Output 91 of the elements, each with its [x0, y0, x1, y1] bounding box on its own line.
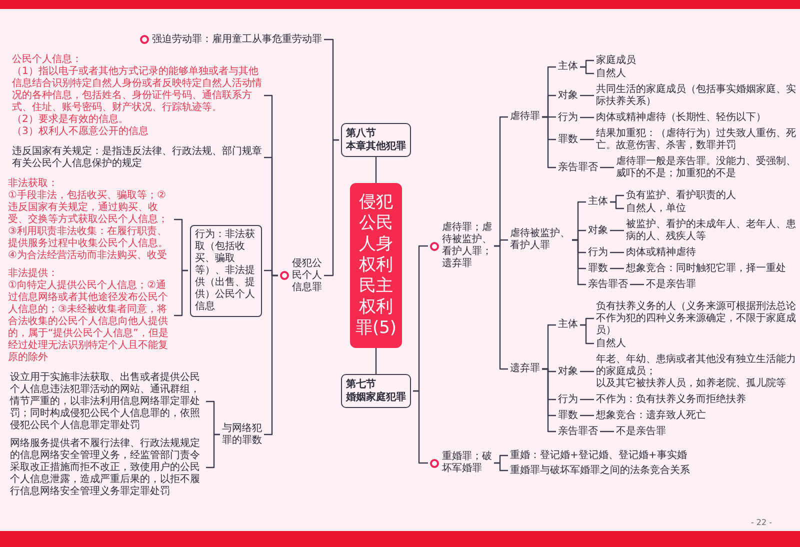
- section-box: [341, 374, 411, 408]
- leaf-text: 想象竞合：遗弃致人死亡: [596, 410, 706, 422]
- note-item: （3）权利人不愿意公开的信息: [12, 126, 150, 138]
- leaf-text: 重婚罪与破坏军婚罪之间的法条竞合关系: [510, 464, 690, 476]
- connector-line: [206, 434, 220, 468]
- note-item: （1）指以电子或者其他方式记录的能够单独或者与其他信息结合识别特定自然人身份或者反映特定自然人活动情况的各种信息，包括姓名、身份证件号码、通信联系方式、住址、账号密码、财产状况、行踪轨迹等。: [12, 66, 262, 114]
- leaf-text: 网络服务提供者不履行法律、行政法规规定的信息网络安全管理义务，经监管部门责令采取改正措施而拒不改正，致使用户的公民个人信息泄露，造成严重后果的，以拒不履行信息网络安全管理义务罪定罪处罚: [10, 438, 204, 498]
- connector-line: [542, 116, 556, 168]
- leaf-text: 违反国家有关规定：是指违反法律、行政法规、部门规章有关公民个人信息保护的规定: [12, 146, 262, 170]
- connector-line: [580, 116, 594, 118]
- branch-label: 虐待被监护、看护人罪: [510, 228, 570, 252]
- connector-line: [375, 348, 377, 374]
- connector-line: [610, 230, 624, 232]
- leaf-text: 负有监护、看护职责的人: [626, 190, 736, 202]
- leaf-text: 想象竞合：同时触犯它罪，择一重处: [626, 262, 786, 274]
- connector-line: [542, 368, 556, 432]
- branch-label: 对象: [588, 224, 608, 236]
- branch-label: 主体: [558, 61, 578, 73]
- leaf-text: 重婚：登记婚+登记婚、登记婚+事实婚: [510, 450, 687, 462]
- section-title: 本章其他犯罪: [346, 140, 406, 153]
- note-text: ①向特定人提供公民个人信息；②通过信息网络或者其他途径发布公民个人信息的；③未经被收集者同意，将合法收集的公民个人信息向他人提供的，属于“提供公民个人信息”，但是经过处理无法识别特定个人且不能复原的除外: [8, 280, 170, 364]
- connector-line: [580, 414, 594, 416]
- branch-label: 行为: [558, 112, 578, 124]
- connector-line: [580, 94, 594, 96]
- leaf-text: 自然人: [596, 68, 626, 80]
- section-title: 婚姻家庭犯罪: [346, 391, 406, 404]
- note-heading: 公民个人信息：: [12, 54, 83, 66]
- leaf-text: 不作为：负有扶养义务而拒绝扶养: [596, 394, 746, 406]
- topic-text: 重婚罪；破坏军婚罪: [442, 451, 492, 475]
- section-number: 第八节: [346, 127, 377, 140]
- branch-label: 遗弃罪: [510, 363, 540, 375]
- connector-line: [600, 430, 614, 432]
- leaf-text: 虐待罪一般是亲告罪。没能力、受强制、威吓的不是；加重犯的不是: [616, 156, 796, 180]
- branch-label: 罪数: [558, 410, 578, 422]
- connector-line: [610, 201, 624, 210]
- branch-label: 亲告罪否: [558, 162, 598, 174]
- connector-line: [580, 66, 594, 74]
- connector-line: [610, 268, 624, 270]
- leaf-text: 年老、年幼、患病或者其他没有独立生活能力的家庭成员；: [596, 354, 796, 378]
- leaf-text: 以及其它被扶养人员，如养老院、孤儿院等: [596, 378, 787, 390]
- leaf-text: 自然人，单位: [626, 202, 686, 214]
- note-heading: 非法获取：: [8, 178, 59, 190]
- connector-line: [494, 245, 508, 370]
- central-topic-box: 侵犯公民人身权利民主权利罪(5): [350, 183, 402, 348]
- leaf-text: 设立用于实施非法获取、出售或者提供公民个人信息违法犯罪活动的网站、通讯群组，情节严重的，以非法利用信息网络罪定罪处罚；同时构成侵犯公民个人信息罪的，依照侵犯公民个人信息罪定罪处罚: [10, 372, 204, 432]
- leaf-text: 家庭成员: [596, 54, 636, 66]
- branch-label: 亲告罪否: [588, 278, 628, 290]
- leaf-text: 自然人: [596, 338, 626, 350]
- connector-line: [580, 370, 594, 372]
- branch-label: 行为: [588, 246, 608, 258]
- connector-line: [494, 462, 508, 472]
- leaf-text: 负有扶养义务的人（义务来源可根据刑法总论不作为犯的四种义务来源确定，不限于家庭成员）: [596, 300, 796, 336]
- branch-label: 虐待罪: [510, 111, 540, 123]
- topic-text: 虐待罪；虐待被监护、看护人罪；遗弃罪: [442, 222, 492, 270]
- topic-text: 侵犯公民个人信息罪: [292, 258, 322, 294]
- page-number: - 22 -: [750, 518, 772, 528]
- section-box: [341, 123, 411, 157]
- section-number: 第七节: [346, 378, 377, 391]
- topic-text: 强迫劳动罪：雇用童工从事危重劳动罪: [152, 34, 322, 46]
- connector-line: [630, 284, 644, 286]
- behavior-box: 行为：非法获取（包括收买、骗取等）、非法提供（出售、提供）公民个人信息: [190, 224, 262, 316]
- leaf-text: 不是亲告罪: [646, 278, 696, 290]
- leaf-text: 共同生活的家庭成员（包括事实婚姻家庭、实际扶养关系）: [596, 84, 796, 108]
- leaf-text: 不是亲告罪: [616, 426, 666, 438]
- branch-label: 行为: [558, 394, 578, 406]
- branch-label: 主体: [588, 196, 608, 208]
- leaf-text: 被监护、看护的未成年人、老年人、患病的人、残疾人等: [626, 218, 796, 242]
- connector-line: [572, 239, 586, 286]
- branch-label: 与网络犯罪的罪数: [222, 422, 262, 446]
- connector-line: [413, 390, 428, 464]
- branch-label: 亲告罪否: [558, 426, 598, 438]
- note-heading: 非法提供：: [8, 268, 59, 280]
- connector-line: [264, 274, 278, 436]
- branch-label: 对象: [558, 90, 578, 102]
- connector-line: [324, 139, 339, 276]
- note-text: ①手段非法，包括收买、骗取等；②违反国家有关规定，通过购买、收受、交换等方式获取公民个人信息；③利用职责非法收集：在履行职责、提供服务过程中收集公民个人信息。④为合法经营活动而非法购买、收受: [8, 190, 169, 262]
- connector-line: [580, 324, 594, 344]
- branch-label: 罪数: [558, 134, 578, 146]
- connector-line: [375, 157, 377, 183]
- note-item: （2）要求是有效的信息。: [12, 114, 130, 126]
- leaf-text: 肉体或精神虐待（长期性、轻伤以下）: [596, 112, 766, 124]
- connector-line: [610, 252, 624, 254]
- branch-label: 罪数: [588, 262, 608, 274]
- branch-label: 主体: [558, 319, 578, 331]
- leaf-text: 肉体或精神虐待: [626, 246, 696, 258]
- connector-line: [600, 166, 614, 168]
- connector-line: [174, 270, 188, 316]
- leaf-text: 结果加重犯：（虐待行为）过失致人重伤、死亡。故意伤害、杀害，数罪并罚: [596, 128, 796, 152]
- connector-line: [580, 398, 594, 400]
- connector-line: [580, 138, 594, 140]
- branch-label: 对象: [558, 366, 578, 378]
